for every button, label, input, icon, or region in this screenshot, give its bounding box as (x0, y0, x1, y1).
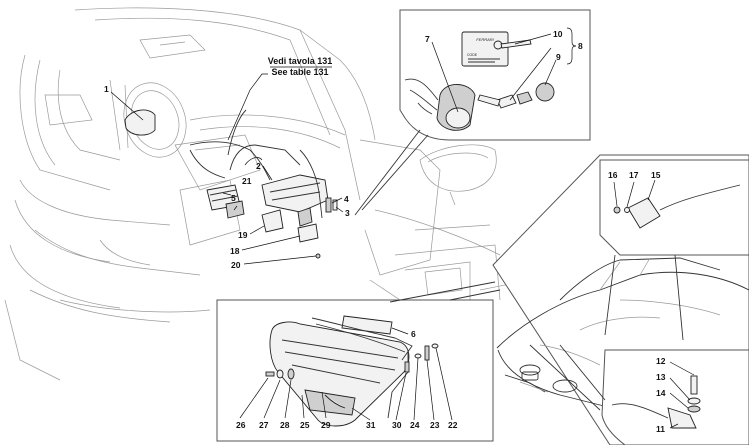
passenger-airbag-inset (216, 281, 501, 442)
callout-6: 6 (411, 329, 416, 339)
key-ignition-inset: FERRARI CODE (354, 9, 591, 216)
callout-11: 11 (656, 424, 665, 434)
card-brand: FERRARI (476, 37, 494, 42)
nut-28 (287, 368, 295, 380)
bracket-19 (261, 209, 284, 233)
callout-12: 12 (656, 356, 666, 366)
callout-30: 30 (392, 420, 402, 430)
callout-5: 5 (231, 193, 236, 203)
callout-16: 16 (608, 170, 618, 180)
code-card (461, 31, 509, 67)
washer-22 (431, 343, 439, 349)
callout-24: 24 (410, 420, 420, 430)
screw-30 (404, 361, 410, 373)
screw-3 (332, 199, 338, 211)
washer-27 (276, 369, 284, 379)
screw-23 (424, 345, 430, 361)
driver-airbag-1 (124, 109, 156, 136)
callout-4: 4 (344, 194, 349, 204)
callout-7: 7 (425, 34, 430, 44)
washer-13 (687, 397, 701, 405)
bracket-18 (297, 223, 319, 243)
callout-3: 3 (345, 208, 350, 218)
callout-25: 25 (300, 420, 310, 430)
callout-15: 15 (651, 170, 661, 180)
screw-26 (265, 371, 275, 377)
crash-sensor-15 (627, 197, 661, 229)
card-code-label: CODE (467, 53, 478, 57)
callout-9: 9 (556, 52, 561, 62)
passenger-airbag-module-2 (261, 174, 329, 213)
callout-2: 2 (256, 161, 261, 171)
washer-24 (414, 353, 422, 359)
callout-10: 10 (553, 29, 563, 39)
car-interior-sketch (4, 7, 531, 381)
reference-note-it: Vedi tavola 131 (268, 56, 333, 66)
callout-29: 29 (321, 420, 331, 430)
reference-note-en: See table 131 (271, 67, 328, 77)
washer-17 (624, 207, 630, 213)
screw-12 (690, 375, 698, 395)
callout-1: 1 (104, 84, 109, 94)
screw-20 (315, 253, 321, 259)
part-number-labels: 1 2 3 4 5 6 7 8 9 10 11 12 13 14 15 16 1… (104, 29, 666, 434)
callout-13: 13 (656, 372, 666, 382)
callout-19: 19 (238, 230, 248, 240)
callout-23: 23 (430, 420, 440, 430)
callout-22: 22 (448, 420, 458, 430)
callout-8: 8 (578, 41, 583, 51)
callout-20: 20 (231, 260, 241, 270)
callout-26: 26 (236, 420, 246, 430)
key-head-icon (535, 82, 555, 102)
crash-sensor-11 (667, 407, 697, 429)
callout-18: 18 (230, 246, 240, 256)
callout-14: 14 (656, 388, 666, 398)
airbag-module-assembly (110, 73, 344, 265)
washer-14 (687, 405, 701, 413)
warning-label-6 (341, 315, 393, 335)
callout-28: 28 (280, 420, 290, 430)
bracket-5 (225, 200, 245, 219)
callout-21: 21 (242, 176, 252, 186)
callout-31: 31 (366, 420, 376, 430)
callout-27: 27 (259, 420, 269, 430)
car-exterior-inset (492, 154, 749, 445)
screw-16 (613, 206, 621, 214)
reference-note: Vedi tavola 131 See table 131 (268, 56, 333, 77)
screw-4 (325, 197, 332, 213)
callout-17: 17 (629, 170, 639, 180)
airbag-cover (269, 321, 410, 427)
